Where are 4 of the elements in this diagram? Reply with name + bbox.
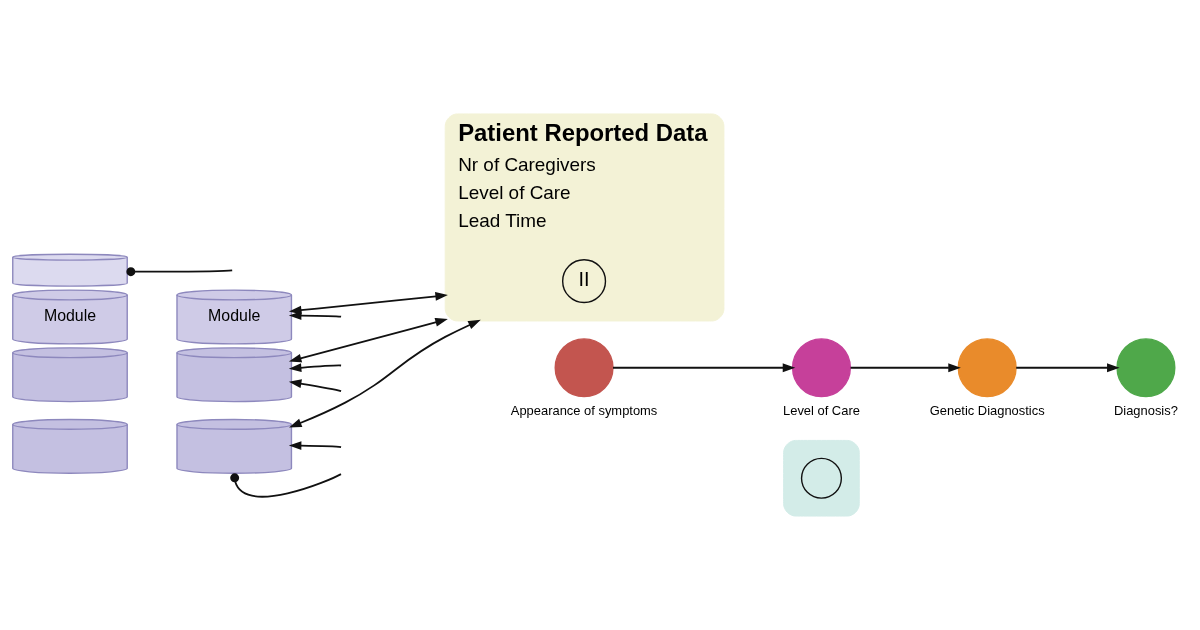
node-label: Appearance of symptoms (510, 402, 658, 418)
node-label: Genetic Diagnostics (929, 402, 1045, 418)
node-label: Level of Care (783, 402, 860, 418)
node-label: Diagnosis? (1113, 402, 1178, 418)
